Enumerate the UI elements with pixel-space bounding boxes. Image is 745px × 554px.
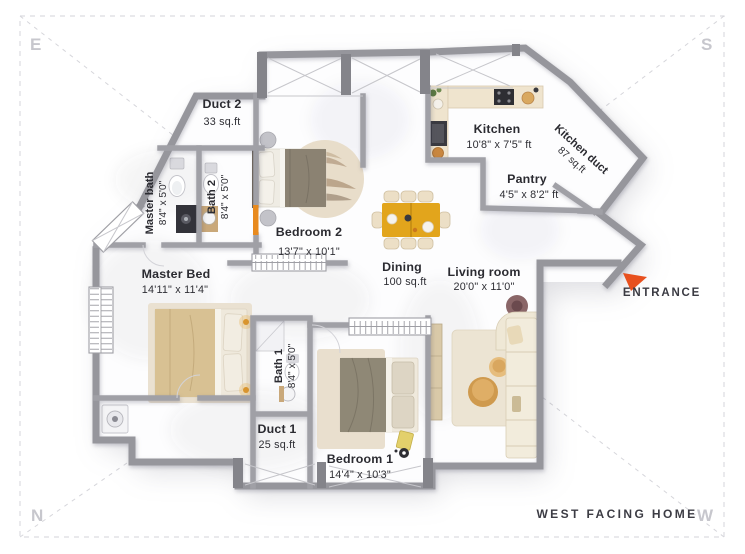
svg-text:Dining: Dining: [382, 260, 422, 274]
wall-lamp: [243, 319, 249, 325]
bath2-fixtures: [198, 162, 219, 232]
svg-text:8'4" x 5'0": 8'4" x 5'0": [158, 180, 169, 225]
bedroom2-bed: [252, 131, 327, 227]
label-dining: Dining 100 sq.ft: [382, 260, 426, 288]
wall-posts: [233, 44, 520, 488]
svg-text:10'8" x 7'5" ft: 10'8" x 7'5" ft: [466, 139, 531, 151]
svg-text:100 sq.ft: 100 sq.ft: [383, 276, 426, 288]
svg-text:Bedroom 2: Bedroom 2: [276, 225, 343, 239]
svg-text:Pantry: Pantry: [507, 172, 547, 186]
svg-text:33 sq.ft: 33 sq.ft: [203, 116, 240, 128]
washer: [101, 404, 129, 434]
pouf: [259, 209, 277, 227]
dashed-border: [19, 15, 725, 538]
svg-text:4'5" x 8'2" ft: 4'5" x 8'2" ft: [499, 189, 558, 201]
compass-east: E: [30, 35, 41, 54]
footer-caption: WEST FACING HOME: [536, 507, 697, 521]
door-accent: [253, 205, 259, 235]
compass-south: S: [701, 35, 712, 54]
toilet: [284, 362, 300, 382]
exterior-wall-north-east: [135, 44, 648, 289]
label-bath2: Bath 2 8'4" x 5'0": [206, 174, 231, 219]
label-bedroom1: Bedroom 1 14'4" x 10'3": [327, 452, 394, 481]
label-living-room: Living room 20'0" x 11'0": [447, 265, 520, 293]
svg-text:Master bath: Master bath: [144, 171, 156, 234]
pouf: [259, 131, 277, 149]
label-bath1: Bath 1 8'4" x 5'0": [273, 343, 298, 388]
compass-west: W: [697, 506, 714, 525]
label-master-bed: Master Bed 14'11" x 11'4": [142, 267, 211, 296]
toilet: [203, 174, 219, 194]
svg-text:Living room: Living room: [447, 265, 520, 279]
compass-north: N: [31, 506, 43, 525]
label-master-bath: Master bath 8'4" x 5'0": [144, 171, 169, 234]
windows: [88, 44, 520, 488]
label-duct1: Duct 1 25 sq.ft: [257, 422, 296, 451]
entrance-marker: ENTRANCE: [623, 273, 701, 299]
window-strips: [88, 201, 432, 354]
svg-text:Bath 2: Bath 2: [206, 180, 218, 214]
svg-text:14'4" x 10'3": 14'4" x 10'3": [329, 469, 391, 481]
label-duct2: Duct 2 33 sq.ft: [202, 97, 241, 128]
door-arcs: [142, 244, 341, 399]
svg-text:Kitchen: Kitchen: [474, 122, 521, 136]
label-pantry: Pantry 4'5" x 8'2" ft: [499, 172, 558, 201]
svg-text:25 sq.ft: 25 sq.ft: [258, 439, 295, 451]
svg-text:8'4" x 5'0": 8'4" x 5'0": [287, 343, 298, 388]
stove: [494, 89, 514, 105]
kitchen-counter: [427, 85, 544, 163]
sofa: [495, 311, 538, 459]
dining-set: [371, 190, 451, 250]
svg-text:13'7" x 10'1": 13'7" x 10'1": [278, 246, 340, 258]
svg-text:Duct 1: Duct 1: [257, 422, 296, 436]
master-bath-fixtures: [168, 157, 197, 233]
furniture: [101, 85, 544, 459]
svg-text:20'0" x 11'0": 20'0" x 11'0": [453, 281, 514, 293]
label-kitchen: Kitchen 10'8" x 7'5" ft: [466, 122, 531, 151]
wall-lamp: [243, 387, 249, 393]
wardrobe: [429, 323, 443, 421]
entrance-label: ENTRANCE: [623, 287, 701, 299]
svg-text:Bath 1: Bath 1: [273, 349, 285, 383]
bath1-fixtures: [255, 320, 300, 402]
svg-text:Master Bed: Master Bed: [142, 267, 211, 281]
interior-walls: [93, 85, 603, 489]
living-room-furniture: [429, 295, 538, 459]
svg-text:Bedroom 1: Bedroom 1: [327, 452, 394, 466]
svg-text:14'11" x 11'4": 14'11" x 11'4": [142, 284, 208, 296]
diagonal-window: [91, 201, 145, 253]
svg-text:8'4" x 5'0": 8'4" x 5'0": [220, 174, 231, 219]
svg-text:Duct 2: Duct 2: [202, 97, 241, 111]
entrance-arrow-icon: [623, 273, 647, 291]
label-bedroom2: Bedroom 2 13'7" x 10'1": [276, 225, 343, 258]
master-bed-furniture: [148, 303, 253, 403]
bedroom1-furniture: [317, 349, 419, 458]
